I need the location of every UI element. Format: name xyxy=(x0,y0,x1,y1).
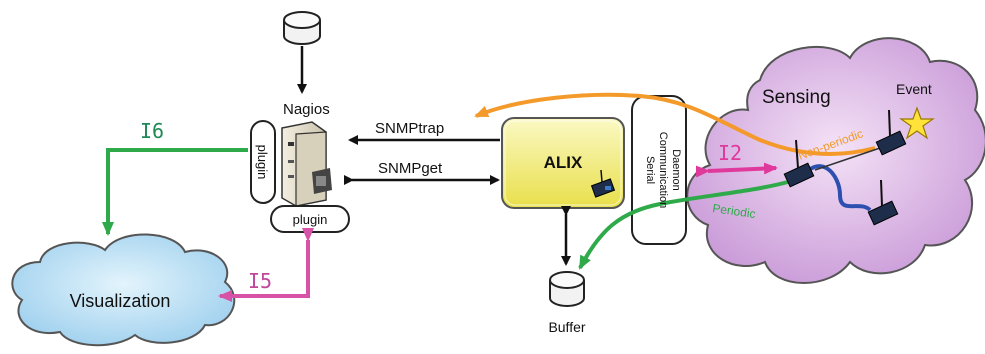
buffer-database-icon xyxy=(549,271,585,307)
radio-link-wave xyxy=(798,164,872,212)
i6-label: I6 xyxy=(140,119,164,143)
plugin-horizontal-label: plugin xyxy=(293,212,328,227)
svg-text:Daemon: Daemon xyxy=(670,149,682,191)
sensor-node-icon xyxy=(875,109,907,156)
visualization-label: Visualization xyxy=(70,291,171,311)
non-periodic-arrow xyxy=(474,92,876,156)
event-star-icon xyxy=(899,106,935,140)
nagios-label: Nagios xyxy=(283,101,330,118)
sensor-node-icon xyxy=(783,139,815,188)
periodic-label: Periodic xyxy=(712,201,757,221)
alix-label: ALIX xyxy=(544,153,583,172)
i6-arrow xyxy=(102,148,248,236)
top-database-icon xyxy=(283,11,321,45)
snmpget-label: SNMPget xyxy=(378,160,443,177)
i2-label: I2 xyxy=(718,141,742,165)
svg-text:Serial: Serial xyxy=(644,156,656,184)
svg-text:Communication: Communication xyxy=(657,132,669,208)
visualization-cloud xyxy=(11,233,236,347)
plugin-vertical-label: plugin xyxy=(255,145,270,180)
sensor-link-line xyxy=(814,147,881,171)
alix-sensor-node-icon xyxy=(590,169,616,198)
buffer-label: Buffer xyxy=(548,319,585,335)
i2-arrow xyxy=(695,162,778,178)
event-label: Event xyxy=(896,81,932,97)
daemon-label: Serial Communication Daemon xyxy=(644,132,682,208)
i5-arrow xyxy=(218,228,314,302)
snmptrap-label: SNMPtrap xyxy=(375,120,444,137)
nagios-server-icon xyxy=(281,121,332,207)
i5-label: I5 xyxy=(248,269,272,293)
plugin-vertical-box xyxy=(250,120,276,204)
periodic-arrow xyxy=(578,180,789,270)
sensor-node-icon xyxy=(867,179,899,226)
sensing-label: Sensing xyxy=(762,87,831,108)
